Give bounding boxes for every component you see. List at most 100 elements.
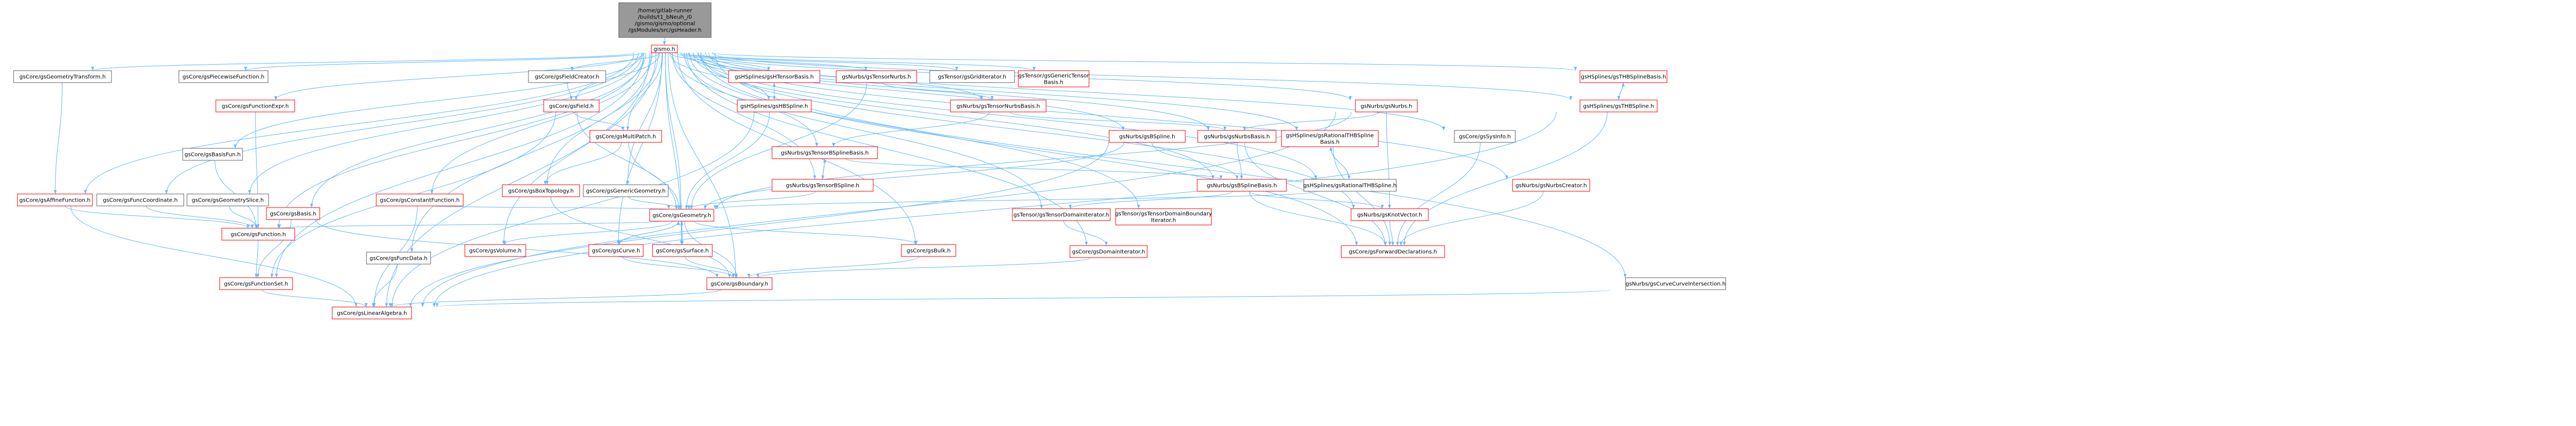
graph-node[interactable]: gsNurbs/gsNurbsCreator.h (1512, 179, 1590, 192)
graph-node[interactable]: gsCore/gsConstantFunction.h (376, 193, 464, 206)
graph-node[interactable]: gsTensor/gsTensorDomainBoundaryIterator.… (1115, 208, 1212, 225)
graph-node[interactable]: gsCore/gsBulk.h (901, 244, 956, 257)
node-box (771, 179, 874, 192)
graph-node[interactable]: gsTensor/gsGridIterator.h (929, 70, 1015, 83)
node-label: gsNurbs/gsNurbsBasis.h (1204, 134, 1270, 140)
edge-gismo_h-to-bsplineBasis (693, 52, 1215, 180)
node-box (528, 70, 606, 83)
graph-node[interactable]: gsCore/gsSysInfo.h (1454, 130, 1516, 143)
graph-node[interactable]: gsHSplines/gsTHBSpline.h (1579, 99, 1658, 112)
graph-node[interactable]: gsNurbs/gsNurbs.h (1355, 99, 1418, 112)
edge-gismo_h-to-bspline (688, 52, 1125, 131)
graph-node[interactable]: gsCore/gsFunction.h (221, 228, 295, 241)
node-label: gsCore/gsGeometryTransform.h (20, 74, 106, 80)
graph-node[interactable]: gismo.h (651, 45, 678, 53)
graph-node[interactable]: gsHSplines/gsHBSpline.h (737, 99, 812, 112)
edge-gismo_h-to-sysInfo (705, 52, 1446, 131)
node-label: gsCore/gsBoundary.h (711, 281, 768, 287)
edge-gismo_h-to-constFunc (430, 52, 652, 195)
node-label: gsNurbs/gsNurbsCreator.h (1515, 183, 1586, 189)
graph-node[interactable]: gsCore/gsDomainIterator.h (1069, 245, 1148, 258)
edge-funcExpr-to-function (255, 111, 260, 229)
graph-node[interactable]: gsHSplines/gsHTensorBasis.h (728, 70, 820, 83)
graph-node[interactable]: gsHSplines/gsRationalTHBSpline.h (1303, 179, 1397, 192)
node-box (1281, 130, 1379, 147)
node-box (1341, 245, 1445, 258)
edge-bspline-to-geometry (704, 142, 1124, 210)
edge-gismo_h-to-function (277, 52, 645, 229)
node-label: gsCore/gsCurve.h (592, 248, 640, 254)
graph-node[interactable]: gsCore/gsCurve.h (588, 244, 644, 257)
edge-gismo_h-to-basis (310, 52, 646, 208)
graph-node[interactable]: gsNurbs/gsTensorNurbsBasis.h (950, 99, 1047, 112)
graph-node[interactable]: gsNurbs/gsTensorBSplineBasis.h (771, 146, 878, 159)
node-box (588, 244, 644, 257)
graph-node[interactable]: gsCore/gsFieldCreator.h (528, 70, 606, 83)
node-label: Iterator.h (1151, 218, 1176, 224)
graph-node[interactable]: gsNurbs/gsNurbsBasis.h (1197, 130, 1277, 143)
graph-node[interactable]: gsNurbs/gsTensorNurbs.h (836, 70, 917, 83)
node-box (1012, 208, 1111, 221)
graph-node[interactable]: gsCore/gsField.h (543, 99, 600, 112)
node-label: gsCore/gsGenericGeometry.h (586, 189, 665, 195)
node-box (652, 244, 713, 257)
edge-bspline-to-bsplineBasis (1152, 142, 1239, 180)
graph-node[interactable]: gsTensor/gsTensorDomainIterator.h (1012, 208, 1111, 221)
edge-tensorBSpline-to-tensorBSplineBasis (822, 158, 826, 180)
graph-node[interactable]: gsCore/gsPiecewiseFunction.h (178, 70, 269, 83)
graph-node[interactable]: gsNurbs/gsTensorBSpline.h (771, 179, 874, 192)
graph-node[interactable]: gsCore/gsLinearAlgebra.h (332, 306, 412, 320)
node-label: gsHSplines/gsRationalTHBSpline (1286, 133, 1374, 139)
node-box (332, 306, 412, 320)
edge-tensorBSpline-to-geometry (687, 191, 816, 210)
node-label: gsHSplines/gsTHBSplineBasis.h (1581, 74, 1666, 80)
graph-node[interactable]: gsCore/gsFuncData.h (366, 252, 431, 265)
graph-node[interactable]: gsCore/gsBoxTopology.h (502, 184, 580, 197)
graph-node[interactable]: gsCore/gsFuncCoordinate.h (96, 193, 184, 206)
graph-node[interactable]: gsNurbs/gsBSplineBasis.h (1197, 179, 1287, 192)
node-label: gsNurbs/gsBSplineBasis.h (1206, 183, 1277, 189)
edge-funcSet-to-linAlg (262, 289, 368, 308)
edge-gismo_h-to-curve (617, 52, 663, 245)
node-label: /builds/t1_bNeuh_/0 (638, 15, 692, 21)
graph-node[interactable]: gsCore/gsGeometryTransform.h (13, 70, 112, 83)
node-label: gsCore/gsFuncData.h (370, 256, 427, 262)
edge-gismo_h-to-geomSlice (248, 52, 643, 195)
graph-node[interactable]: gsNurbs/gsCurveCurveIntersection.h (1625, 277, 1726, 290)
graph-node[interactable]: gsCore/gsForwardDeclarations.h (1341, 245, 1445, 258)
graph-node[interactable]: gsHSplines/gsTHBSplineBasis.h (1579, 70, 1667, 83)
edge-bsplineBasis-to-fwdDecl (1249, 191, 1387, 246)
node-label: gsNurbs/gsBSpline.h (1119, 134, 1175, 140)
node-label: gsCore/gsVolume.h (469, 248, 521, 254)
graph-node[interactable]: gsCore/gsMultiPatch.h (589, 130, 662, 143)
graph-node[interactable]: gsCore/gsVolume.h (464, 244, 526, 257)
edge-affine-to-function (65, 205, 250, 229)
graph-node[interactable]: gsCore/gsAffineFunction.h (17, 193, 93, 206)
root-node: /home/gitlab-runner/builds/t1_bNeuh_/0/g… (618, 2, 712, 38)
graph-node[interactable]: gsNurbs/gsKnotVector.h (1351, 208, 1429, 221)
node-box (706, 277, 773, 290)
graph-node[interactable]: gsCore/gsFunctionExpr.h (215, 99, 295, 112)
edge-knotVector-to-fwdDecl (1389, 220, 1395, 246)
edge-tensorBSplineBasis-to-bsplineBasis (845, 158, 1223, 180)
edge-nurbs-to-linAlg (421, 111, 1336, 308)
graph-node[interactable]: gsCore/gsGenericGeometry.h (583, 184, 669, 197)
edge-field-to-multiPatch (574, 111, 625, 131)
graph-node[interactable]: gsCore/gsBoundary.h (706, 277, 773, 290)
node-box (464, 244, 526, 257)
edge-gismo_h-to-funcExpr (274, 52, 644, 101)
graph-node[interactable]: gsCore/gsGeometry.h (649, 209, 714, 222)
graph-node[interactable]: gsCore/gsSurface.h (652, 244, 713, 257)
graph-node[interactable]: gsCore/gsBasis.h (266, 207, 320, 220)
node-label: gsNurbs/gsCurveCurveIntersection.h (1626, 281, 1726, 287)
node-label: gsCore/gsGeometry.h (652, 213, 711, 219)
graph-node[interactable]: gsCore/gsGeometrySlice.h (186, 193, 269, 206)
graph-node[interactable]: gsCore/gsBasisFun.h (182, 148, 243, 161)
graph-node[interactable]: gsCore/gsFunctionSet.h (219, 277, 293, 290)
node-label: gsTensor/gsTensorDomainIterator.h (1013, 212, 1109, 218)
node-label: gsCore/gsForwardDeclarations.h (1349, 249, 1437, 255)
graph-node[interactable]: gsNurbs/gsBSpline.h (1109, 130, 1186, 143)
node-box (901, 244, 956, 257)
